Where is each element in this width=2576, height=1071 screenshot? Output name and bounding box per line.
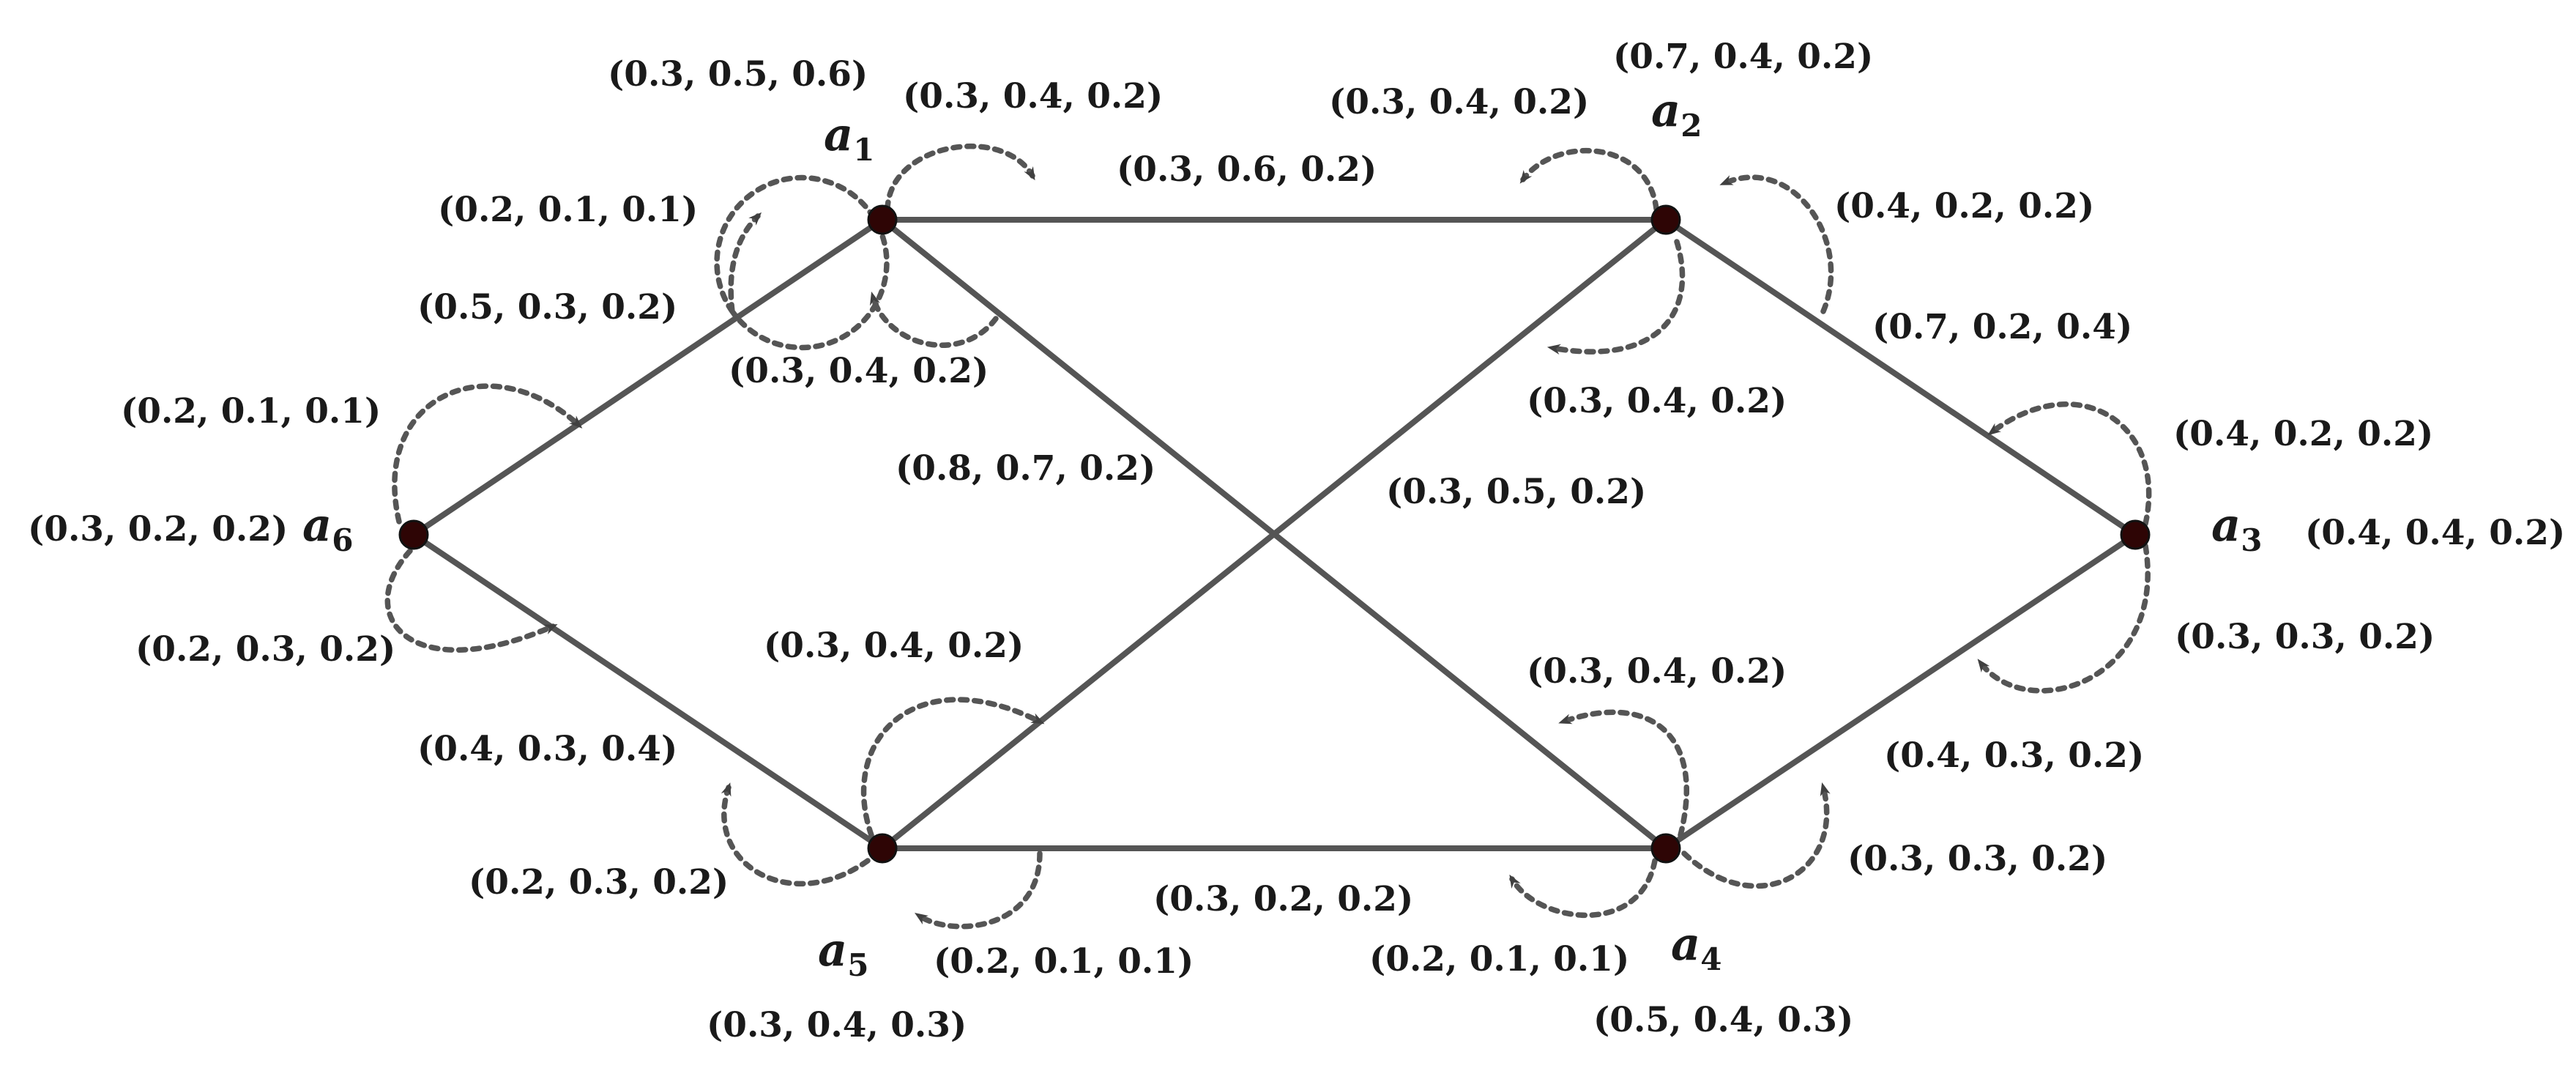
loop-label-a1-2: (0.3, 0.4, 0.2) bbox=[729, 351, 989, 391]
loop-a2-top-left bbox=[1519, 147, 1659, 212]
edge-label-a3-a4: (0.4, 0.3, 0.2) bbox=[1884, 735, 2144, 776]
loop-label-a1-1: (0.3, 0.4, 0.2) bbox=[903, 76, 1163, 116]
vertex-label-a4: (0.5, 0.4, 0.3) bbox=[1593, 1000, 1853, 1040]
edge-a2-a5 bbox=[879, 217, 1669, 851]
loop-label-a2-2: (0.3, 0.4, 0.2) bbox=[1527, 381, 1787, 421]
vertex-label-a5: (0.3, 0.4, 0.3) bbox=[707, 1005, 967, 1045]
vertex-names: a1 a2 a3 a4 a5 a6 bbox=[302, 84, 2262, 983]
loop-label-a2-1: (0.4, 0.2, 0.2) bbox=[1834, 186, 2094, 226]
loop-label-a4-2: (0.2, 0.1, 0.1) bbox=[1369, 939, 1629, 979]
edge-a2-a3 bbox=[1663, 217, 2138, 538]
edge-label-a2-a5: (0.3, 0.5, 0.2) bbox=[1386, 472, 1646, 512]
vertex-a5 bbox=[867, 833, 898, 864]
edge-label-a6-a1: (0.5, 0.3, 0.2) bbox=[417, 287, 677, 327]
loop-a6-top bbox=[392, 383, 583, 525]
loop-label-a3-1: (0.3, 0.3, 0.2) bbox=[2175, 617, 2435, 657]
vertex-a2 bbox=[1650, 204, 1681, 235]
loop-a5-left bbox=[721, 782, 871, 887]
loop-label-a2-0: (0.3, 0.4, 0.2) bbox=[1329, 82, 1589, 122]
vertex-name-a3: a3 bbox=[2211, 498, 2262, 558]
vertex-label-a2: (0.7, 0.4, 0.2) bbox=[1613, 37, 1873, 77]
loop-label-a1-0: (0.2, 0.1, 0.1) bbox=[438, 190, 698, 230]
loop-labels: (0.2, 0.1, 0.1) (0.3, 0.4, 0.2) (0.3, 0.… bbox=[121, 76, 2435, 982]
edge-label-a1-a2: (0.3, 0.6, 0.2) bbox=[1117, 149, 1377, 190]
vertex-a3 bbox=[2120, 519, 2151, 550]
vertex-label-a6: (0.3, 0.2, 0.2) bbox=[28, 509, 288, 549]
loop-label-a5-0: (0.3, 0.4, 0.2) bbox=[764, 626, 1024, 666]
loop-label-a5-2: (0.2, 0.1, 0.1) bbox=[934, 941, 1194, 982]
loop-label-a6-1: (0.2, 0.3, 0.2) bbox=[135, 629, 395, 670]
vertex-label-a3: (0.4, 0.4, 0.2) bbox=[2305, 513, 2565, 553]
vertex-name-a4: a4 bbox=[1671, 917, 1721, 977]
vertex-name-a6: a6 bbox=[302, 498, 353, 558]
loop-a4-right bbox=[1681, 782, 1831, 889]
loop-a1-top bbox=[885, 144, 1035, 212]
vertices bbox=[398, 204, 2151, 864]
vertex-a1 bbox=[867, 204, 898, 235]
loop-a3-bottom bbox=[1977, 543, 2151, 694]
vertex-a6 bbox=[398, 519, 429, 550]
loop-label-a6-0: (0.2, 0.1, 0.1) bbox=[121, 391, 381, 431]
loop-label-a5-1: (0.2, 0.3, 0.2) bbox=[469, 862, 729, 903]
edge-a5-a6 bbox=[411, 532, 885, 851]
edge-label-a4-a5: (0.3, 0.2, 0.2) bbox=[1153, 879, 1413, 919]
vertex-name-a5: a5 bbox=[818, 923, 868, 983]
loops bbox=[384, 144, 2152, 930]
loop-a4-top bbox=[1558, 709, 1690, 838]
loop-a5-bottom-right bbox=[915, 850, 1043, 930]
edges bbox=[411, 217, 2138, 851]
vertex-a4 bbox=[1650, 833, 1681, 864]
edge-labels: (0.3, 0.6, 0.2) (0.7, 0.2, 0.4) (0.4, 0.… bbox=[417, 149, 2144, 919]
loop-a1-below bbox=[869, 292, 999, 348]
loop-a3-top bbox=[1987, 401, 2152, 527]
edge-label-a2-a3: (0.7, 0.2, 0.4) bbox=[1872, 307, 2132, 347]
edge-label-a1-a4: (0.8, 0.7, 0.2) bbox=[896, 448, 1155, 489]
vertex-labels: (0.3, 0.5, 0.6) (0.7, 0.4, 0.2) (0.4, 0.… bbox=[28, 37, 2565, 1045]
loop-label-a3-0: (0.4, 0.2, 0.2) bbox=[2173, 414, 2433, 454]
loop-a4-bottom-left bbox=[1509, 858, 1658, 919]
edge-a3-a4 bbox=[1663, 532, 2138, 851]
vertex-name-a1: a1 bbox=[824, 108, 874, 168]
loop-a1-upper-left bbox=[714, 174, 890, 351]
edge-label-a5-a6: (0.4, 0.3, 0.4) bbox=[417, 729, 677, 769]
vertex-name-a2: a2 bbox=[1651, 84, 1702, 144]
loop-label-a4-0: (0.3, 0.4, 0.2) bbox=[1527, 651, 1787, 692]
loop-label-a4-1: (0.3, 0.3, 0.2) bbox=[1847, 839, 2107, 879]
edge-a6-a1 bbox=[411, 217, 885, 538]
loop-a6-bottom bbox=[384, 548, 558, 653]
loop-a2-below bbox=[1546, 239, 1686, 355]
vertex-label-a1: (0.3, 0.5, 0.6) bbox=[608, 54, 868, 94]
loop-a2-right bbox=[1719, 174, 1834, 314]
loop-a5-top bbox=[860, 697, 1045, 838]
